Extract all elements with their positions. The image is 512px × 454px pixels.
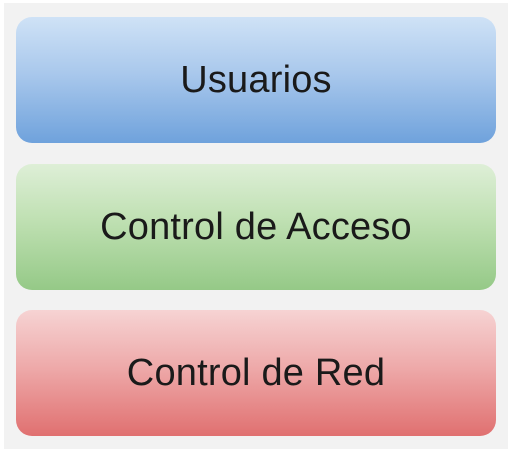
layer-label-control-de-red: Control de Red [126, 351, 386, 394]
layer-control-de-red: Control de Red [16, 310, 496, 436]
layer-label-control-de-acceso: Control de Acceso [100, 205, 412, 248]
layer-usuarios: Usuarios [16, 17, 496, 143]
layer-stack-diagram: Usuarios Control de Acceso Control de Re… [4, 3, 508, 449]
layer-label-usuarios: Usuarios [180, 58, 332, 101]
layer-control-de-acceso: Control de Acceso [16, 164, 496, 290]
